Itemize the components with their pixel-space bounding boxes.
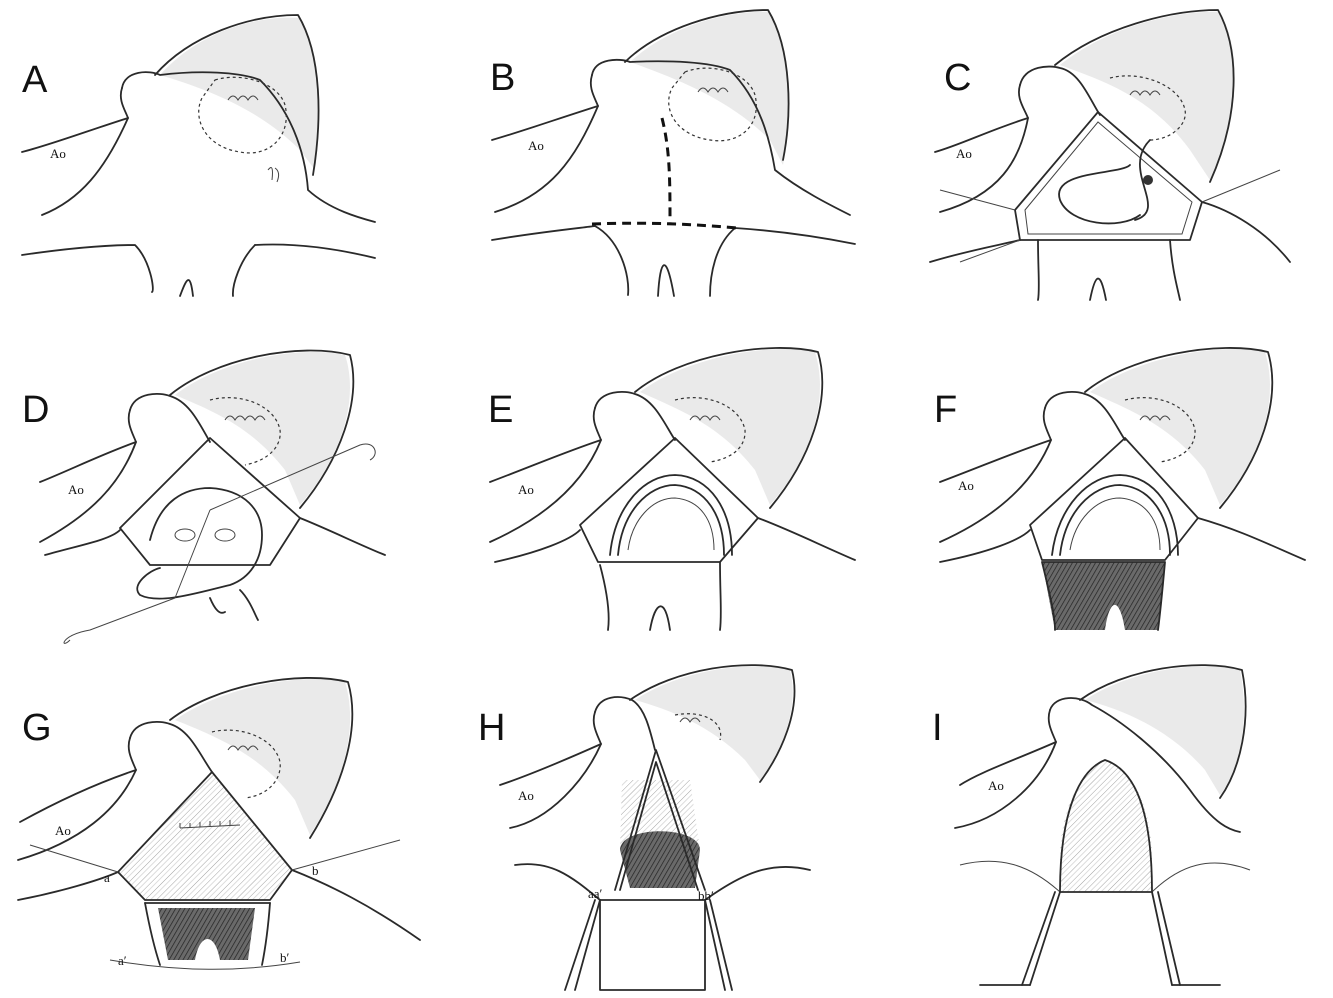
panel-c-ao-label: Ao bbox=[956, 146, 972, 161]
panel-d-letter: D bbox=[22, 389, 49, 431]
panel-c-letter: C bbox=[944, 57, 971, 99]
panel-h-mark-bb: bb′ bbox=[698, 888, 714, 903]
panel-h-mark-aa: aa′ bbox=[588, 886, 603, 901]
panel-h-letter: H bbox=[478, 707, 505, 749]
panel-b-ao-label: Ao bbox=[528, 138, 544, 153]
panel-c: C Ao bbox=[929, 9, 1291, 301]
panel-d-ao-label: Ao bbox=[68, 482, 84, 497]
panel-f-letter: F bbox=[934, 389, 957, 431]
panel-h: H Ao aa′ bb′ bbox=[478, 664, 811, 991]
panel-b-letter: B bbox=[490, 57, 515, 99]
panel-g: G Ao a b a′ b′ bbox=[17, 677, 421, 970]
panel-a-ao-label: Ao bbox=[50, 146, 66, 161]
panel-a-letter: A bbox=[22, 59, 48, 101]
panel-g-mark-b2: b′ bbox=[280, 950, 290, 965]
panel-i-ao-label: Ao bbox=[988, 778, 1004, 793]
panel-f: F Ao bbox=[934, 347, 1306, 631]
panel-e: E Ao bbox=[488, 347, 856, 631]
panel-a: A Ao bbox=[21, 14, 376, 297]
panel-g-mark-b: b bbox=[312, 863, 319, 878]
panel-g-mark-a: a bbox=[104, 870, 110, 885]
panel-b: B Ao bbox=[490, 9, 856, 297]
panel-h-ao-label: Ao bbox=[518, 788, 534, 803]
panel-g-letter: G bbox=[22, 707, 52, 749]
panel-f-ao-label: Ao bbox=[958, 478, 974, 493]
panel-e-letter: E bbox=[488, 389, 513, 431]
panel-i: I Ao bbox=[932, 664, 1251, 986]
panel-g-ao-label: Ao bbox=[55, 823, 71, 838]
panel-g-mark-a2: a′ bbox=[118, 953, 127, 968]
panel-e-ao-label: Ao bbox=[518, 482, 534, 497]
panel-i-letter: I bbox=[932, 707, 943, 749]
panel-d: D Ao bbox=[22, 349, 386, 644]
